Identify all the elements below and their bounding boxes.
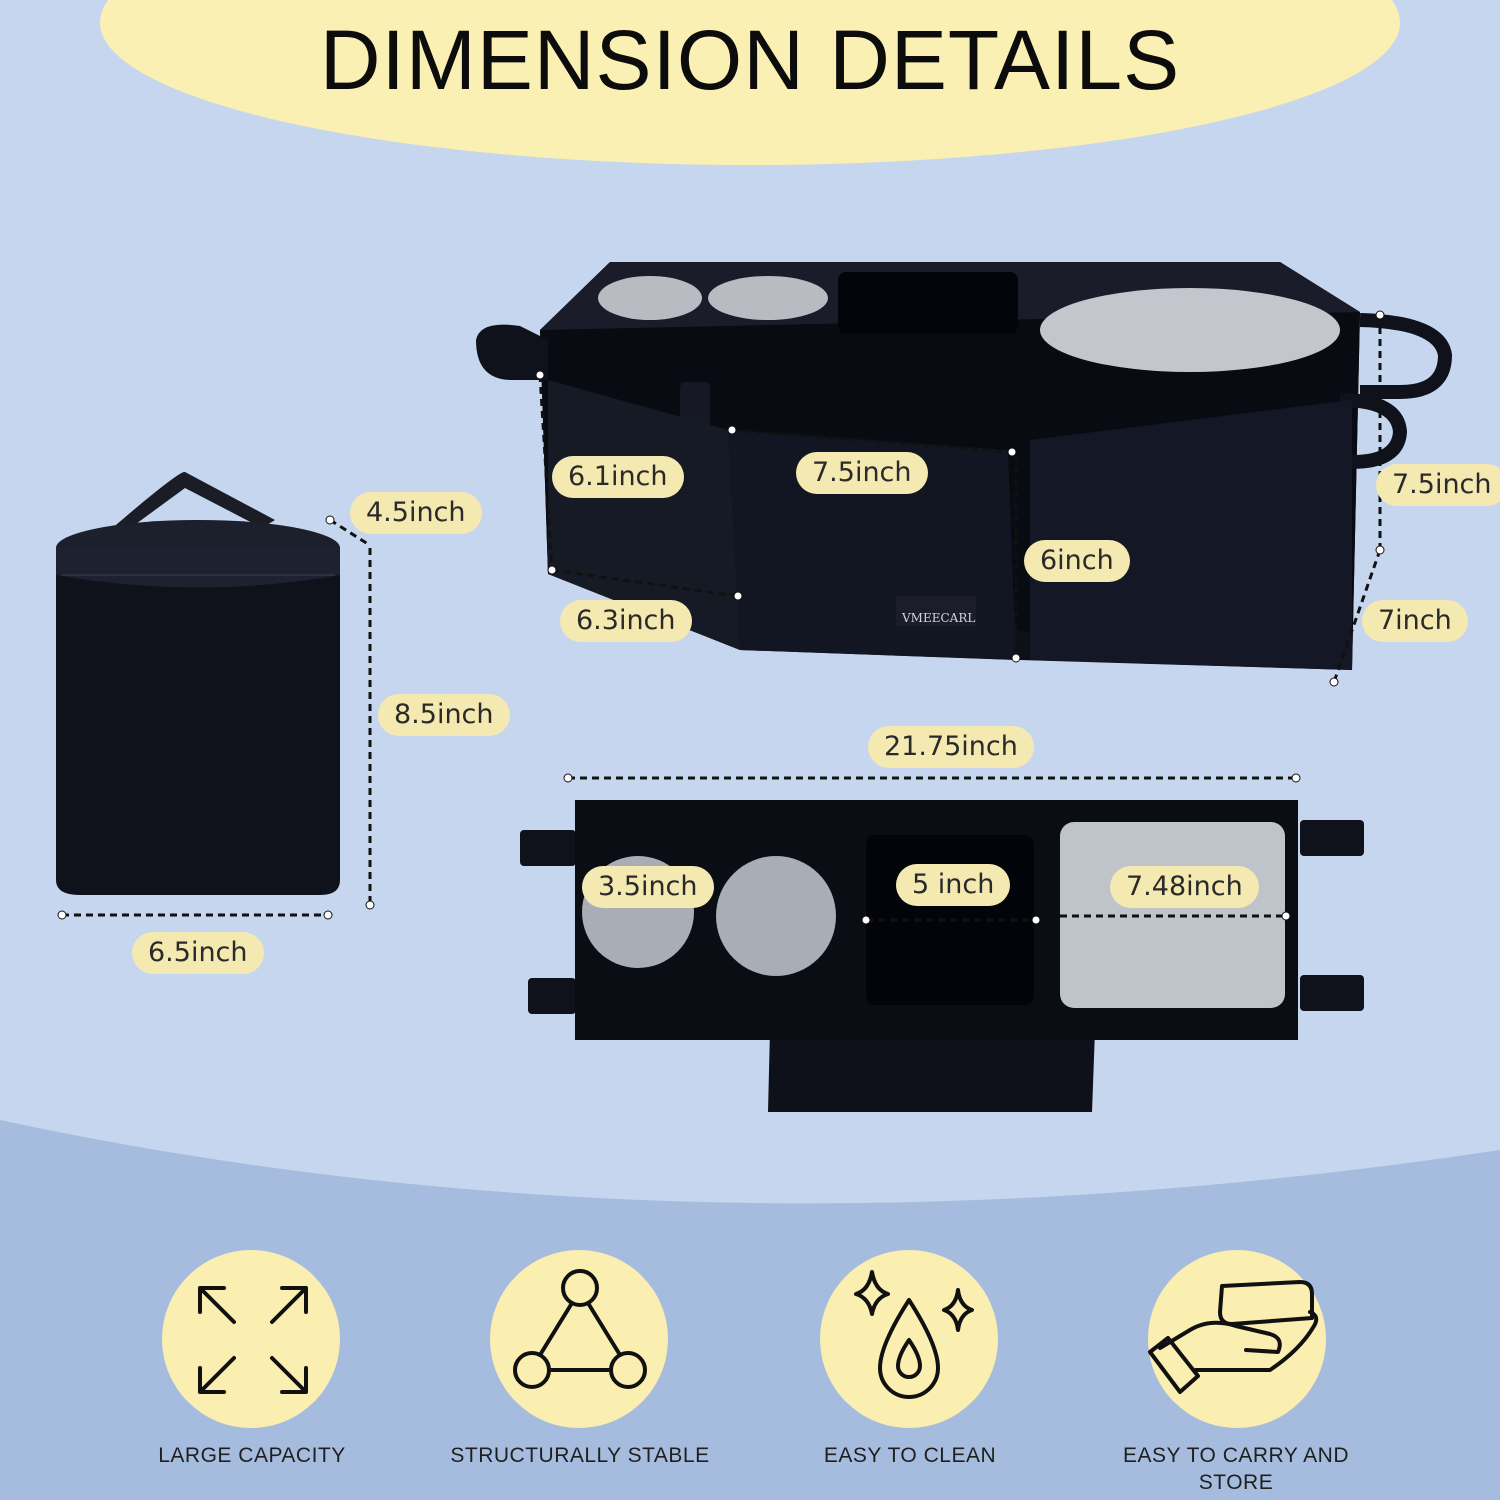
organizer-front-image: VMEECARL bbox=[476, 262, 1453, 670]
dim-label-side-height: 7.5inch bbox=[1376, 464, 1500, 506]
dim-label-total-length: 21.75inch bbox=[868, 726, 1034, 768]
feature-circle-stable bbox=[490, 1250, 668, 1428]
dim-label-front-width: 7.5inch bbox=[796, 452, 928, 494]
feature-circle-capacity bbox=[162, 1250, 340, 1428]
dim-label-cooler-width: 6.5inch bbox=[132, 932, 264, 974]
cooler-bag-image bbox=[56, 471, 340, 895]
dim-label-pocket-height: 6inch bbox=[1024, 540, 1130, 582]
feature-label-capacity: LARGE CAPACITY bbox=[158, 1444, 346, 1467]
dimension-dots bbox=[57, 310, 1385, 925]
hand-holding-box-icon bbox=[1148, 1280, 1319, 1394]
water-drop-sparkle-icon bbox=[854, 1270, 974, 1399]
feature-label-stable: STRUCTURALLY STABLE bbox=[450, 1444, 710, 1467]
dimension-lines bbox=[62, 315, 1382, 922]
dim-label-cup-diameter: 3.5inch bbox=[582, 866, 714, 908]
bottom-band bbox=[0, 1120, 1500, 1500]
dim-label-center-width: 5 inch bbox=[896, 864, 1011, 906]
triangle-nodes-icon bbox=[513, 1269, 647, 1389]
feature-label-clean: EASY TO CLEAN bbox=[823, 1444, 997, 1467]
page-title: DIMENSION DETAILS bbox=[319, 13, 1181, 107]
feature-label-carry: EASY TO CARRY AND STORE bbox=[1123, 1444, 1349, 1494]
dim-label-front-height: 6.1inch bbox=[552, 456, 684, 498]
dim-label-compartment-width: 7.48inch bbox=[1110, 866, 1259, 908]
dim-label-side-depth: 7inch bbox=[1362, 600, 1468, 642]
dim-label-cooler-height: 8.5inch bbox=[378, 694, 510, 736]
dim-label-front-depth: 6.3inch bbox=[560, 600, 692, 642]
expand-arrows-icon bbox=[198, 1286, 308, 1394]
dim-label-cooler-depth: 4.5inch bbox=[350, 492, 482, 534]
brand-label: VMEECARL bbox=[901, 611, 975, 625]
